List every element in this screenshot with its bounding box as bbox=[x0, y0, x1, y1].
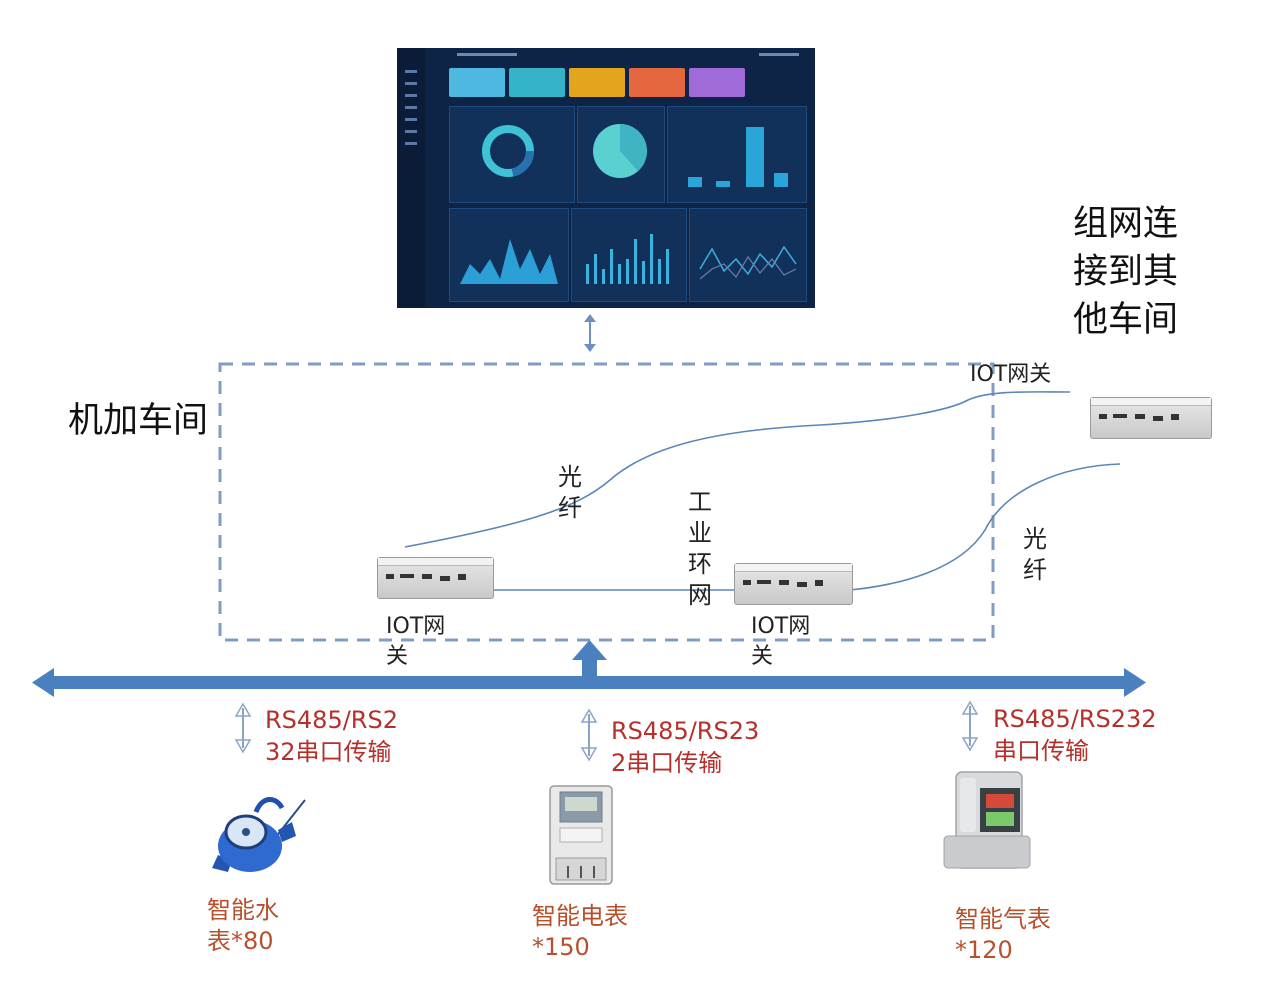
ring-label-char: 工 bbox=[685, 487, 715, 518]
transmission-label-water: RS485/RS2 32串口传输 bbox=[265, 704, 398, 768]
smart-water-meter-icon bbox=[212, 799, 305, 872]
meter-label-water: 智能水 表*80 bbox=[207, 895, 279, 957]
meter-label-line: 智能气表 bbox=[955, 904, 1051, 935]
iot-gateway-left bbox=[377, 557, 494, 599]
transmission-line: RS485/RS23 bbox=[611, 715, 759, 747]
title-other-workshops: 组网连 接到其 他车间 bbox=[1073, 200, 1178, 344]
transmission-label-electric: RS485/RS23 2串口传输 bbox=[611, 715, 759, 779]
iot-gateway-top-right bbox=[1090, 397, 1212, 439]
industrial-ring-label: 工 业 环 网 bbox=[685, 487, 715, 611]
meter-label-electric: 智能电表 *150 bbox=[532, 901, 628, 963]
gateway-label-line: IOT网 bbox=[386, 612, 445, 642]
dashboard-link-arrow bbox=[584, 314, 596, 352]
title-line: 接到其 bbox=[1073, 248, 1178, 296]
meter-label-gas: 智能气表 *120 bbox=[955, 904, 1051, 966]
smart-electric-meter-icon bbox=[550, 786, 612, 884]
transmission-label-gas: RS485/RS232 串口传输 bbox=[993, 703, 1157, 767]
ring-label-char: 业 bbox=[685, 518, 715, 549]
gateway-label-line: 关 bbox=[386, 642, 445, 672]
title-line: 组网连 bbox=[1073, 200, 1178, 248]
gateway-label-left: IOT网 关 bbox=[386, 612, 445, 672]
fiber-label-char: 光 bbox=[1020, 524, 1050, 555]
fiber-label-char: 纤 bbox=[555, 493, 585, 524]
fiber-line-right bbox=[850, 464, 1120, 590]
smart-gas-meter-icon bbox=[944, 772, 1030, 868]
meter-label-line: *150 bbox=[532, 932, 628, 963]
fiber-label-char: 纤 bbox=[1020, 555, 1050, 586]
gateway-label-top-right: IOT网关 bbox=[970, 360, 1051, 390]
title-line: 他车间 bbox=[1073, 296, 1178, 344]
ring-label-char: 网 bbox=[685, 580, 715, 611]
field-bus-arrow bbox=[32, 640, 1146, 697]
transmission-line: 2串口传输 bbox=[611, 747, 759, 779]
title-workshop: 机加车间 bbox=[68, 397, 208, 445]
gateway-label-line: 关 bbox=[751, 642, 810, 672]
gas-transmission-arrow bbox=[963, 702, 977, 750]
meter-label-line: 智能电表 bbox=[532, 901, 628, 932]
meter-label-line: 智能水 bbox=[207, 895, 279, 926]
gateway-label-line: IOT网 bbox=[751, 612, 810, 642]
meter-label-line: *120 bbox=[955, 935, 1051, 966]
fiber-line-left bbox=[405, 392, 1070, 547]
transmission-line: RS485/RS232 bbox=[993, 703, 1157, 735]
electric-transmission-arrow bbox=[582, 710, 596, 760]
transmission-line: RS485/RS2 bbox=[265, 704, 398, 736]
fiber-label-right: 光 纤 bbox=[1020, 524, 1050, 586]
iot-gateway-middle bbox=[734, 563, 853, 605]
ring-label-char: 环 bbox=[685, 549, 715, 580]
meter-label-line: 表*80 bbox=[207, 926, 279, 957]
water-transmission-arrow bbox=[236, 704, 250, 752]
fiber-label-char: 光 bbox=[555, 462, 585, 493]
transmission-line: 32串口传输 bbox=[265, 736, 398, 768]
workshop-boundary bbox=[220, 364, 993, 640]
transmission-line: 串口传输 bbox=[993, 735, 1157, 767]
fiber-label-left: 光 纤 bbox=[555, 462, 585, 524]
gateway-label-middle: IOT网 关 bbox=[751, 612, 810, 672]
